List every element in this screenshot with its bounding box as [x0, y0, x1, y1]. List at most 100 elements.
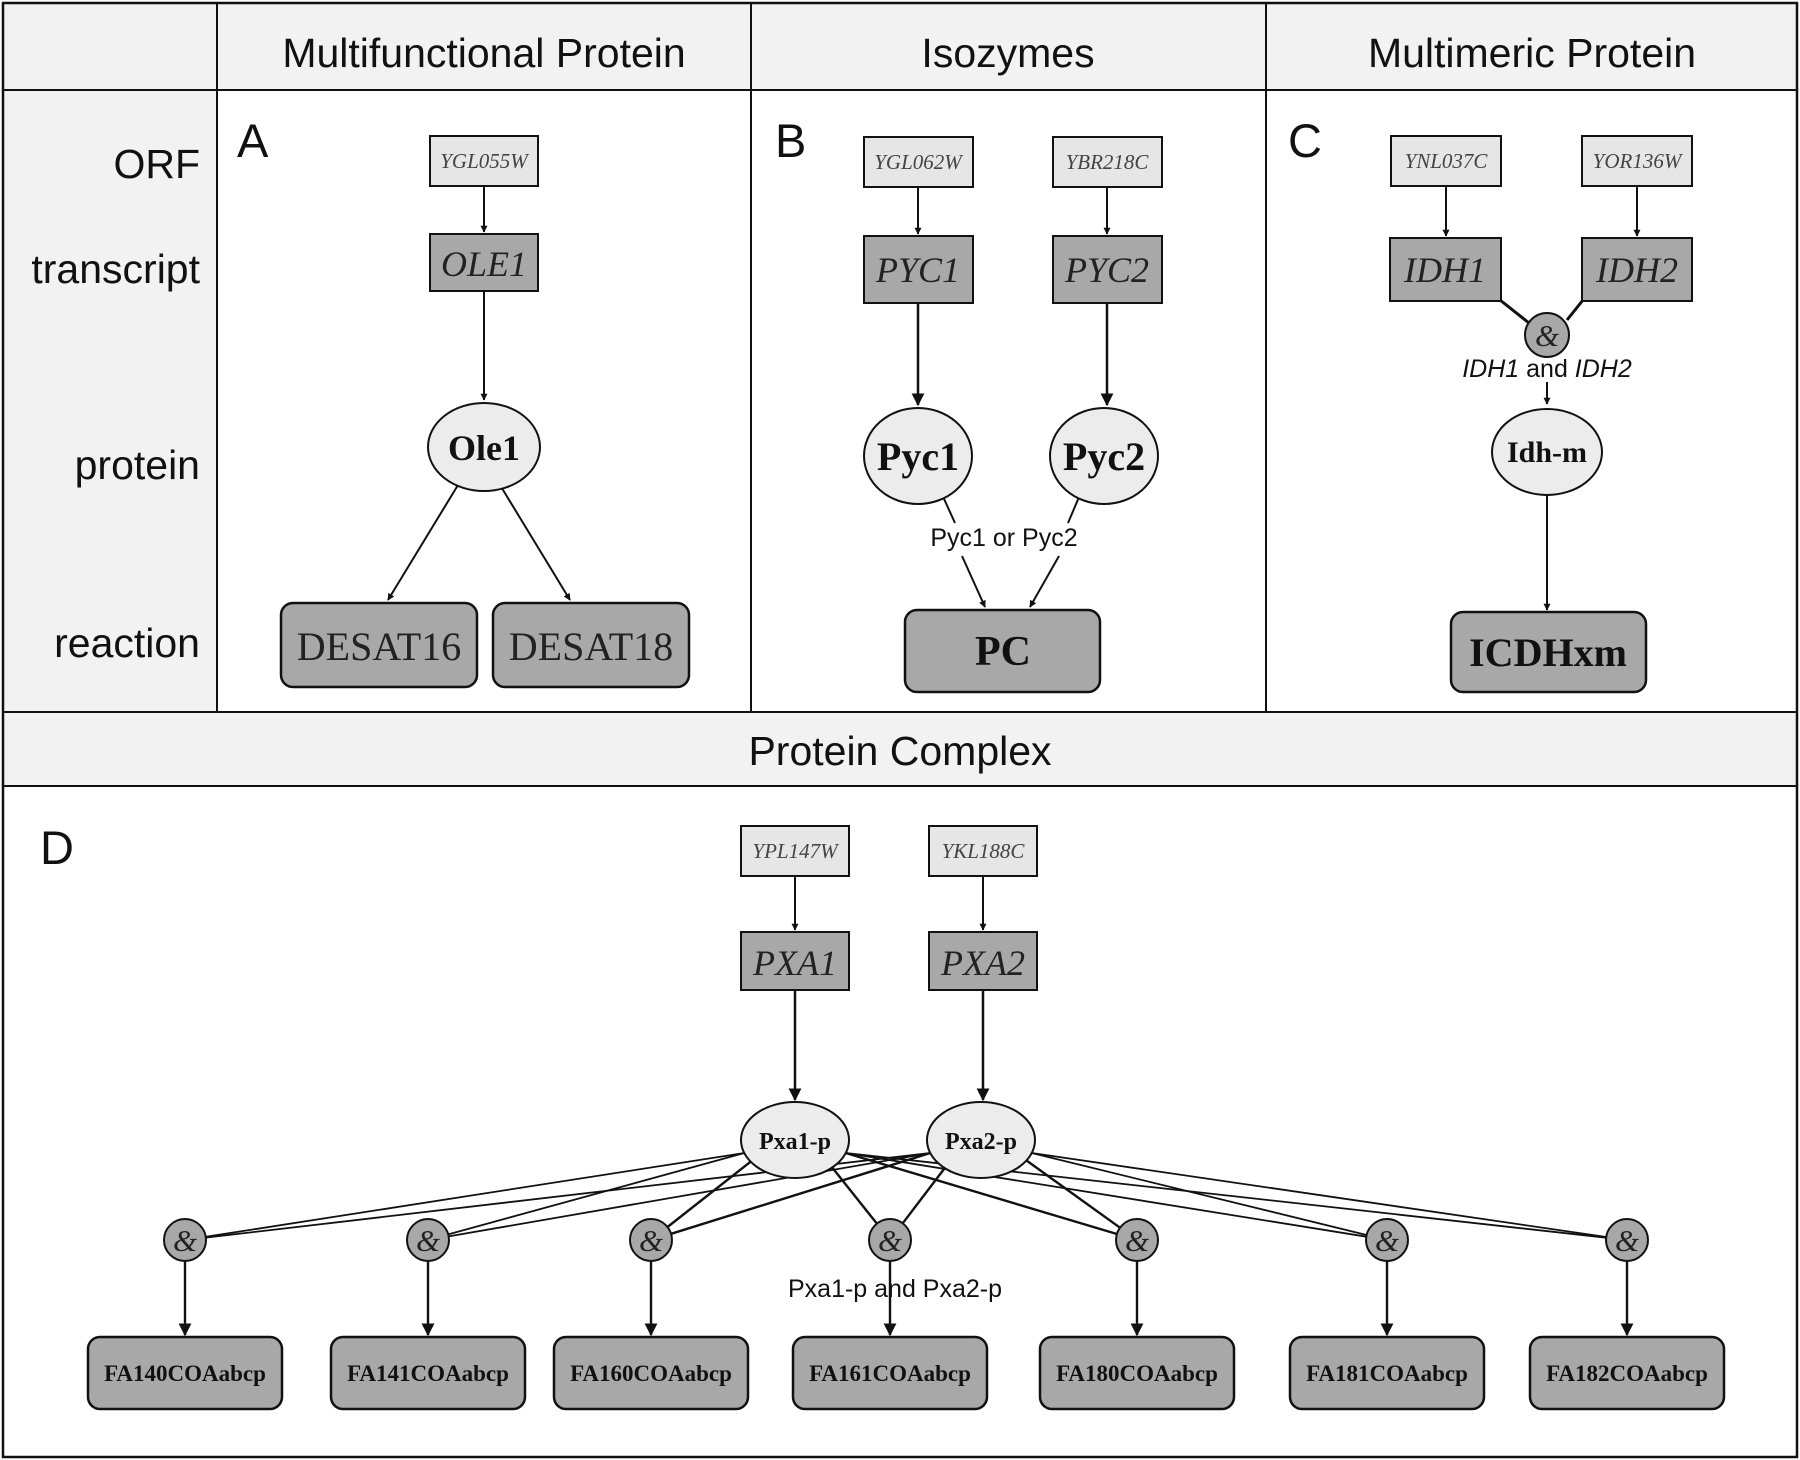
transcript-label: PXA1	[752, 943, 837, 983]
and-link-line	[901, 1167, 946, 1225]
orf-label: YBR218C	[1066, 150, 1150, 174]
protein-label: Pxa1-p	[759, 1129, 831, 1155]
transcript-box	[1389, 237, 1502, 302]
transcript-box	[1581, 237, 1693, 302]
and-symbol: &	[1615, 1223, 1639, 1258]
transcript-label: OLE1	[441, 244, 527, 284]
and-link-line	[1025, 1159, 1121, 1229]
protein-node	[863, 407, 973, 505]
and-symbol: &	[173, 1223, 197, 1258]
and-symbol: &	[1375, 1223, 1399, 1258]
header-multifunctional-protein: Multifunctional Protein	[282, 30, 685, 76]
reaction-box	[791, 1335, 989, 1411]
orf-label: YGL062W	[874, 150, 964, 174]
protein-label: Pyc2	[1063, 434, 1145, 479]
reaction-box	[1288, 1335, 1486, 1411]
protein-node	[1491, 408, 1603, 496]
reaction-label: PC	[975, 629, 1031, 675]
protein-label: Pyc1	[877, 434, 959, 479]
transcript-label: PYC2	[1064, 250, 1149, 290]
transcript-label: PYC1	[875, 250, 960, 290]
reaction-box	[86, 1335, 284, 1411]
panel-b: B YGL062W YBR218C PYC1 PYC2 Pyc1 Pyc2 Py…	[775, 114, 1163, 694]
orf-box	[863, 136, 974, 188]
reaction-box	[903, 608, 1102, 694]
reaction-box	[491, 601, 691, 689]
and-link-line	[845, 1152, 1367, 1238]
transcript-box	[740, 931, 850, 991]
protein-label: Ole1	[448, 428, 520, 468]
orf-label: YKL188C	[942, 839, 1026, 863]
protein-label: Pxa2-p	[945, 1129, 1017, 1155]
and-link-line	[1031, 1152, 1367, 1236]
transcript-box	[1052, 235, 1163, 304]
orf-label: YGL055W	[440, 149, 530, 173]
and-link-line	[448, 1152, 931, 1238]
and-link-line	[1031, 1152, 1607, 1238]
reaction-box	[329, 1335, 527, 1411]
reaction-box	[1528, 1335, 1726, 1411]
and-symbol: &	[878, 1223, 902, 1258]
reaction-label: FA181COAabcp	[1306, 1361, 1468, 1386]
protein-node	[1049, 407, 1159, 505]
reaction-label: FA180COAabcp	[1056, 1361, 1218, 1386]
and-symbol: &	[1125, 1223, 1149, 1258]
and-nodes: &&&&&&&	[163, 1218, 1649, 1262]
protein-node	[926, 1101, 1036, 1179]
and-link-line	[831, 1166, 878, 1225]
panel-a: A YGL055W OLE1 Ole1 DESAT16 DESAT18	[237, 114, 691, 689]
gene-rule-label: Pxa1-p and Pxa2-p	[788, 1275, 1002, 1303]
protein-node	[427, 402, 541, 492]
and-link-line	[845, 1151, 1118, 1236]
panel-letter-d: D	[40, 821, 74, 874]
header-multimeric-protein: Multimeric Protein	[1368, 30, 1696, 76]
panel-c: C YNL037C YOR136W IDH1 IDH2 & IDH1 and I…	[1288, 114, 1693, 694]
panel-d: D YPL147W YKL188C PXA1 PXA2 Pxa1-p Pxa2-…	[40, 821, 1726, 1411]
reaction-label: FA141COAabcp	[347, 1361, 509, 1386]
and-link-line	[666, 1160, 752, 1228]
reaction-label: FA160COAabcp	[570, 1361, 732, 1386]
and-node	[406, 1218, 450, 1262]
and-symbol: &	[416, 1223, 440, 1258]
and-node	[163, 1218, 207, 1262]
panel-letter-b: B	[775, 114, 806, 167]
and-symbol: &	[639, 1223, 663, 1258]
orf-box	[1581, 135, 1693, 187]
and-node	[1115, 1218, 1159, 1262]
transcript-box	[928, 931, 1038, 991]
orf-box	[740, 825, 850, 877]
reaction-label: DESAT16	[297, 624, 461, 669]
reaction-label: FA161COAabcp	[809, 1361, 971, 1386]
and-node	[1524, 312, 1570, 358]
reaction-label: ICDHxm	[1469, 630, 1627, 675]
transcript-label: IDH1	[1403, 250, 1486, 290]
header-isozymes: Isozymes	[921, 30, 1094, 76]
transcript-box	[429, 233, 539, 292]
reaction-box	[279, 601, 479, 689]
reaction-label: FA182COAabcp	[1546, 1361, 1708, 1386]
transcript-label: PXA2	[940, 943, 1025, 983]
orf-box	[928, 825, 1038, 877]
and-node	[1365, 1218, 1409, 1262]
and-link-line	[447, 1152, 745, 1236]
row-label-transcript: transcript	[31, 246, 200, 292]
orf-label: YNL037C	[1405, 149, 1489, 173]
reaction-label: FA140COAabcp	[104, 1361, 266, 1386]
gene-rule-label: Pyc1 or Pyc2	[930, 524, 1077, 552]
transcript-box	[863, 235, 974, 304]
orf-box	[429, 135, 539, 187]
header-protein-complex: Protein Complex	[748, 728, 1052, 774]
row-label-orf: ORF	[113, 141, 200, 187]
reaction-label: DESAT18	[509, 624, 673, 669]
gene-rule-label: IDH1 and IDH2	[1462, 355, 1632, 383]
panel-letter-a: A	[237, 114, 269, 167]
and-link-lines	[205, 1151, 1607, 1239]
panel-letter-c: C	[1288, 114, 1322, 167]
protein-label: Idh-m	[1507, 436, 1587, 469]
and-to-reaction-arrows	[178, 1261, 1634, 1337]
orf-label: YOR136W	[1593, 149, 1684, 173]
orf-box	[1052, 136, 1163, 188]
row-label-protein: protein	[75, 442, 200, 488]
